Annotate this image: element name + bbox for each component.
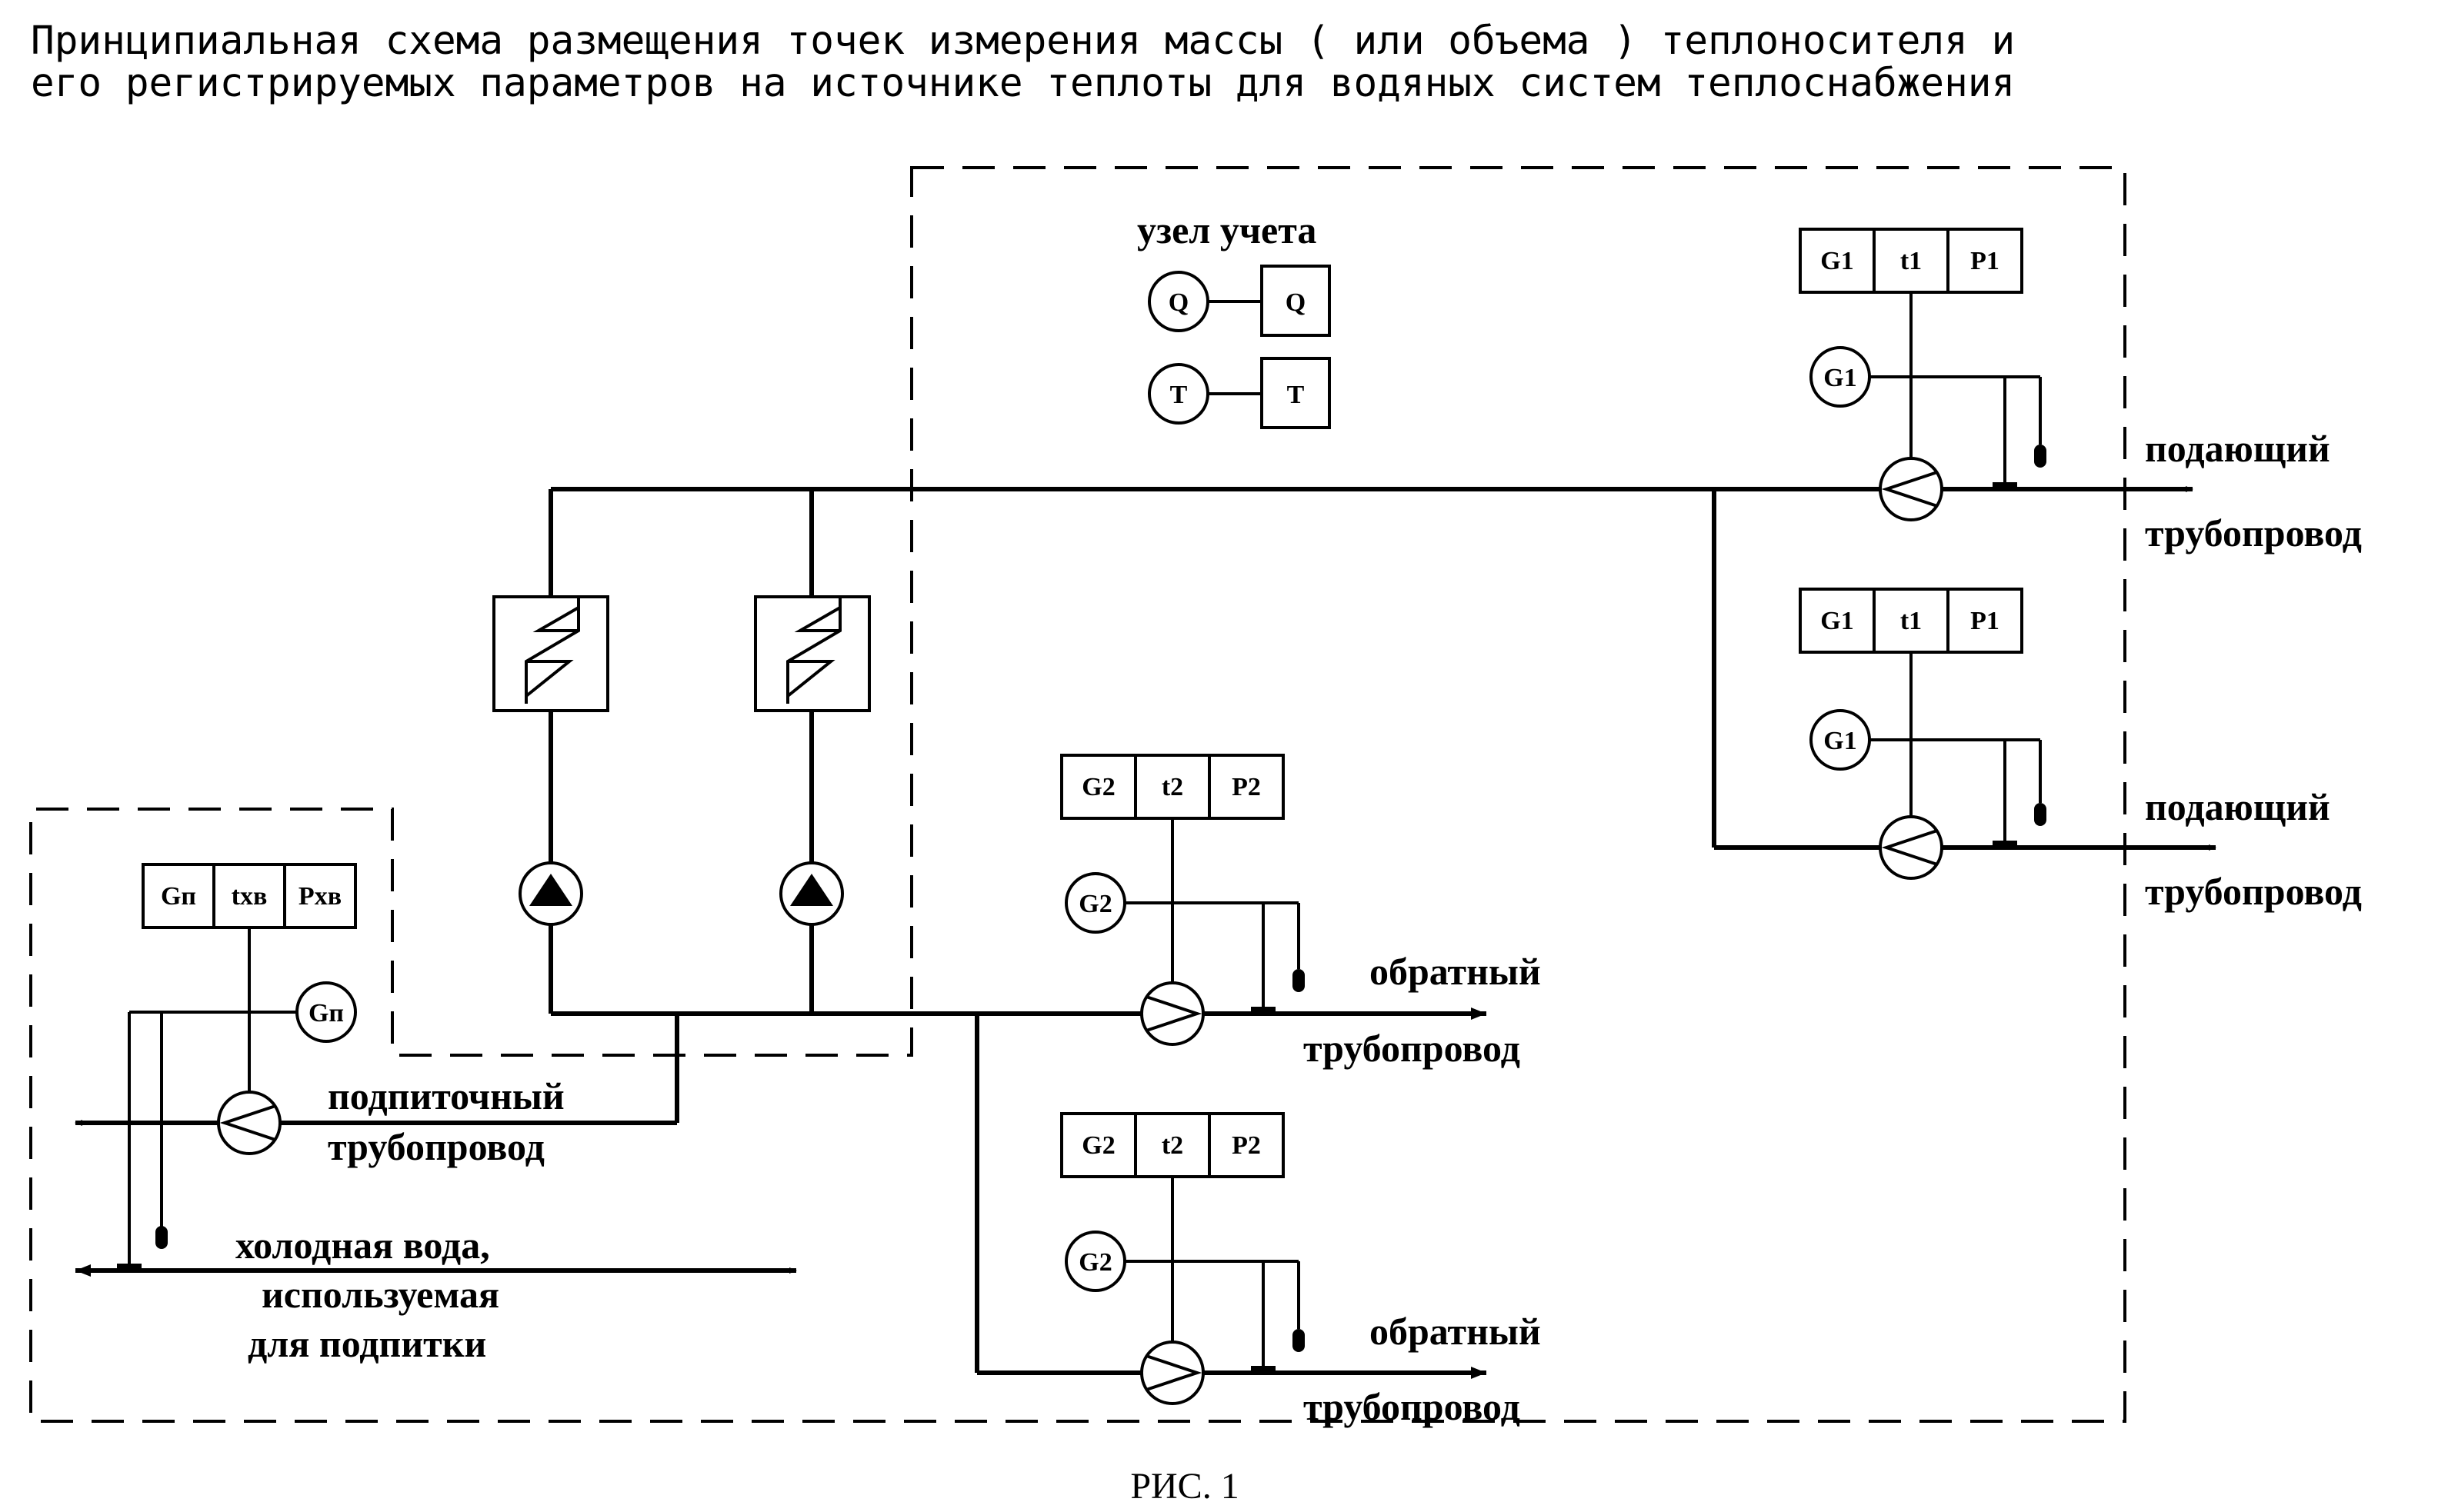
supply-1-sensor: G1 (1823, 364, 1856, 392)
return-2-sensor: G2 (1079, 1248, 1112, 1277)
legend-t-circle: T (1170, 381, 1188, 409)
heat-exchanger-1 (492, 595, 609, 712)
makeup-sensor: Gп (309, 999, 344, 1027)
supply-2-box-g: G1 (1820, 607, 1853, 635)
pump-2 (779, 861, 844, 926)
cold-water-label-line2: используемая (262, 1273, 499, 1316)
return-2-metering-point: G2 t2 P2 G2 обратный трубопровод (1060, 1112, 1541, 1428)
supply-2-label-line2: трубопровод (2145, 870, 2362, 913)
supply-1-box-t: t1 (1900, 247, 1922, 275)
supply-2-box-t: t1 (1900, 607, 1922, 635)
return-1-metering-point: G2 t2 P2 G2 обратный трубопровод (1060, 754, 1541, 1070)
pump-1 (519, 861, 583, 926)
makeup-box-g: Gп (161, 882, 196, 911)
makeup-box-p: Pхв (298, 882, 342, 911)
return-1-label-line1: обратный (1369, 950, 1541, 993)
supply-2-box-p: P1 (1970, 607, 1999, 635)
heat-source-boundary (29, 166, 2126, 1423)
return-1-box-g: G2 (1082, 773, 1115, 801)
return-1-box-t: t2 (1162, 773, 1183, 801)
return-1-sensor: G2 (1079, 890, 1112, 918)
return-1-inflow-arrow (1471, 1007, 1486, 1020)
diagram-title-line-1: Принципиальная схема размещения точек из… (31, 18, 2015, 64)
return-2-label-line2: трубопровод (1303, 1385, 1520, 1428)
cold-water-left-arrow (75, 1264, 91, 1277)
legend-q-circle: Q (1169, 288, 1189, 317)
supply-1-box-g: G1 (1820, 247, 1853, 275)
makeup-label-line1: подпиточный (328, 1074, 565, 1117)
legend-q-square: Q (1286, 288, 1306, 317)
heat-exchanger-2 (754, 595, 871, 712)
return-2-box-g: G2 (1082, 1131, 1115, 1160)
diagram-title-line-2: его регистрируемых параметров на источни… (31, 61, 2015, 106)
makeup-label-line2: трубопровод (328, 1125, 545, 1168)
supply-1-label-line1: подающий (2145, 427, 2330, 470)
legend-heading: узел учета (1137, 208, 1316, 251)
cold-water-label-line3: для подпитки (248, 1322, 486, 1365)
cold-water-label-line1: холодная вода, (235, 1224, 490, 1267)
figure-caption: РИС. 1 (1130, 1466, 1239, 1507)
legend-t-square: T (1287, 381, 1305, 409)
makeup-metering-point: Gп tхв Pхв Gп подпиточный трубопровод (117, 863, 565, 1268)
return-1-label-line2: трубопровод (1303, 1027, 1520, 1070)
supply-1-box-p: P1 (1970, 247, 1999, 275)
supply-2-sensor: G1 (1823, 727, 1856, 755)
supply-1-label-line2: трубопровод (2145, 511, 2362, 555)
return-2-box-p: P2 (1232, 1131, 1261, 1160)
makeup-box-t: tхв (232, 882, 268, 911)
supply-1-metering-point: G1 t1 P1 G1 подающий трубопровод (1799, 228, 2362, 555)
metering-unit-legend: узел учета Q Q T T (1137, 208, 1331, 429)
return-2-label-line1: обратный (1369, 1310, 1541, 1353)
supply-2-metering-point: G1 t1 P1 G1 подающий трубопровод (1799, 588, 2362, 913)
return-2-box-t: t2 (1162, 1131, 1183, 1160)
return-1-box-p: P2 (1232, 773, 1261, 801)
supply-2-label-line1: подающий (2145, 785, 2330, 828)
